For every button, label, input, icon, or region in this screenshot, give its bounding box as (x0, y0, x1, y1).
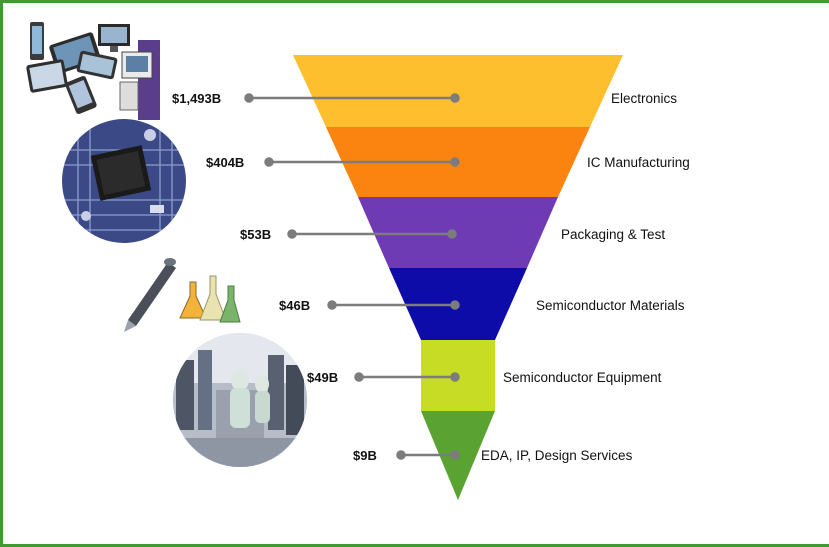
leader-dot-eda-left (396, 450, 406, 460)
leader-dot-eda-right (450, 450, 460, 460)
value-electronics: $1,493B (172, 91, 221, 106)
value-packaging-test: $53B (240, 227, 271, 242)
leader-dot-materials-right (450, 300, 460, 310)
leader-dot-ic-left (264, 157, 274, 167)
value-eda-ip: $9B (353, 448, 377, 463)
cleanroom-fab-icon (173, 333, 307, 467)
label-semiconductor-equipment: Semiconductor Equipment (503, 370, 662, 385)
value-semiconductor-materials: $46B (279, 298, 310, 313)
label-ic-manufacturing: IC Manufacturing (587, 155, 690, 170)
leader-dot-ic-right (450, 157, 460, 167)
value-semiconductor-equipment: $49B (307, 370, 338, 385)
leader-dot-packaging-left (287, 229, 297, 239)
funnel-band-electronics (293, 55, 623, 127)
label-semiconductor-materials: Semiconductor Materials (536, 298, 685, 313)
leader-dot-electronics-right (450, 93, 460, 103)
label-eda-ip: EDA, IP, Design Services (481, 448, 633, 463)
leader-dot-packaging-right (447, 229, 457, 239)
value-ic-manufacturing: $404B (206, 155, 244, 170)
funnel-band-packaging-test (358, 197, 558, 268)
pen-and-flasks-icon (124, 258, 241, 332)
leader-dot-equipment-right (450, 372, 460, 382)
label-electronics: Electronics (611, 91, 677, 106)
leader-dot-materials-left (327, 300, 337, 310)
leader-dot-equipment-left (354, 372, 364, 382)
ic-chip-icon (62, 119, 186, 243)
electronics-devices-icon (26, 22, 160, 120)
leader-dot-electronics-left (244, 93, 254, 103)
label-packaging-test: Packaging & Test (561, 227, 665, 242)
